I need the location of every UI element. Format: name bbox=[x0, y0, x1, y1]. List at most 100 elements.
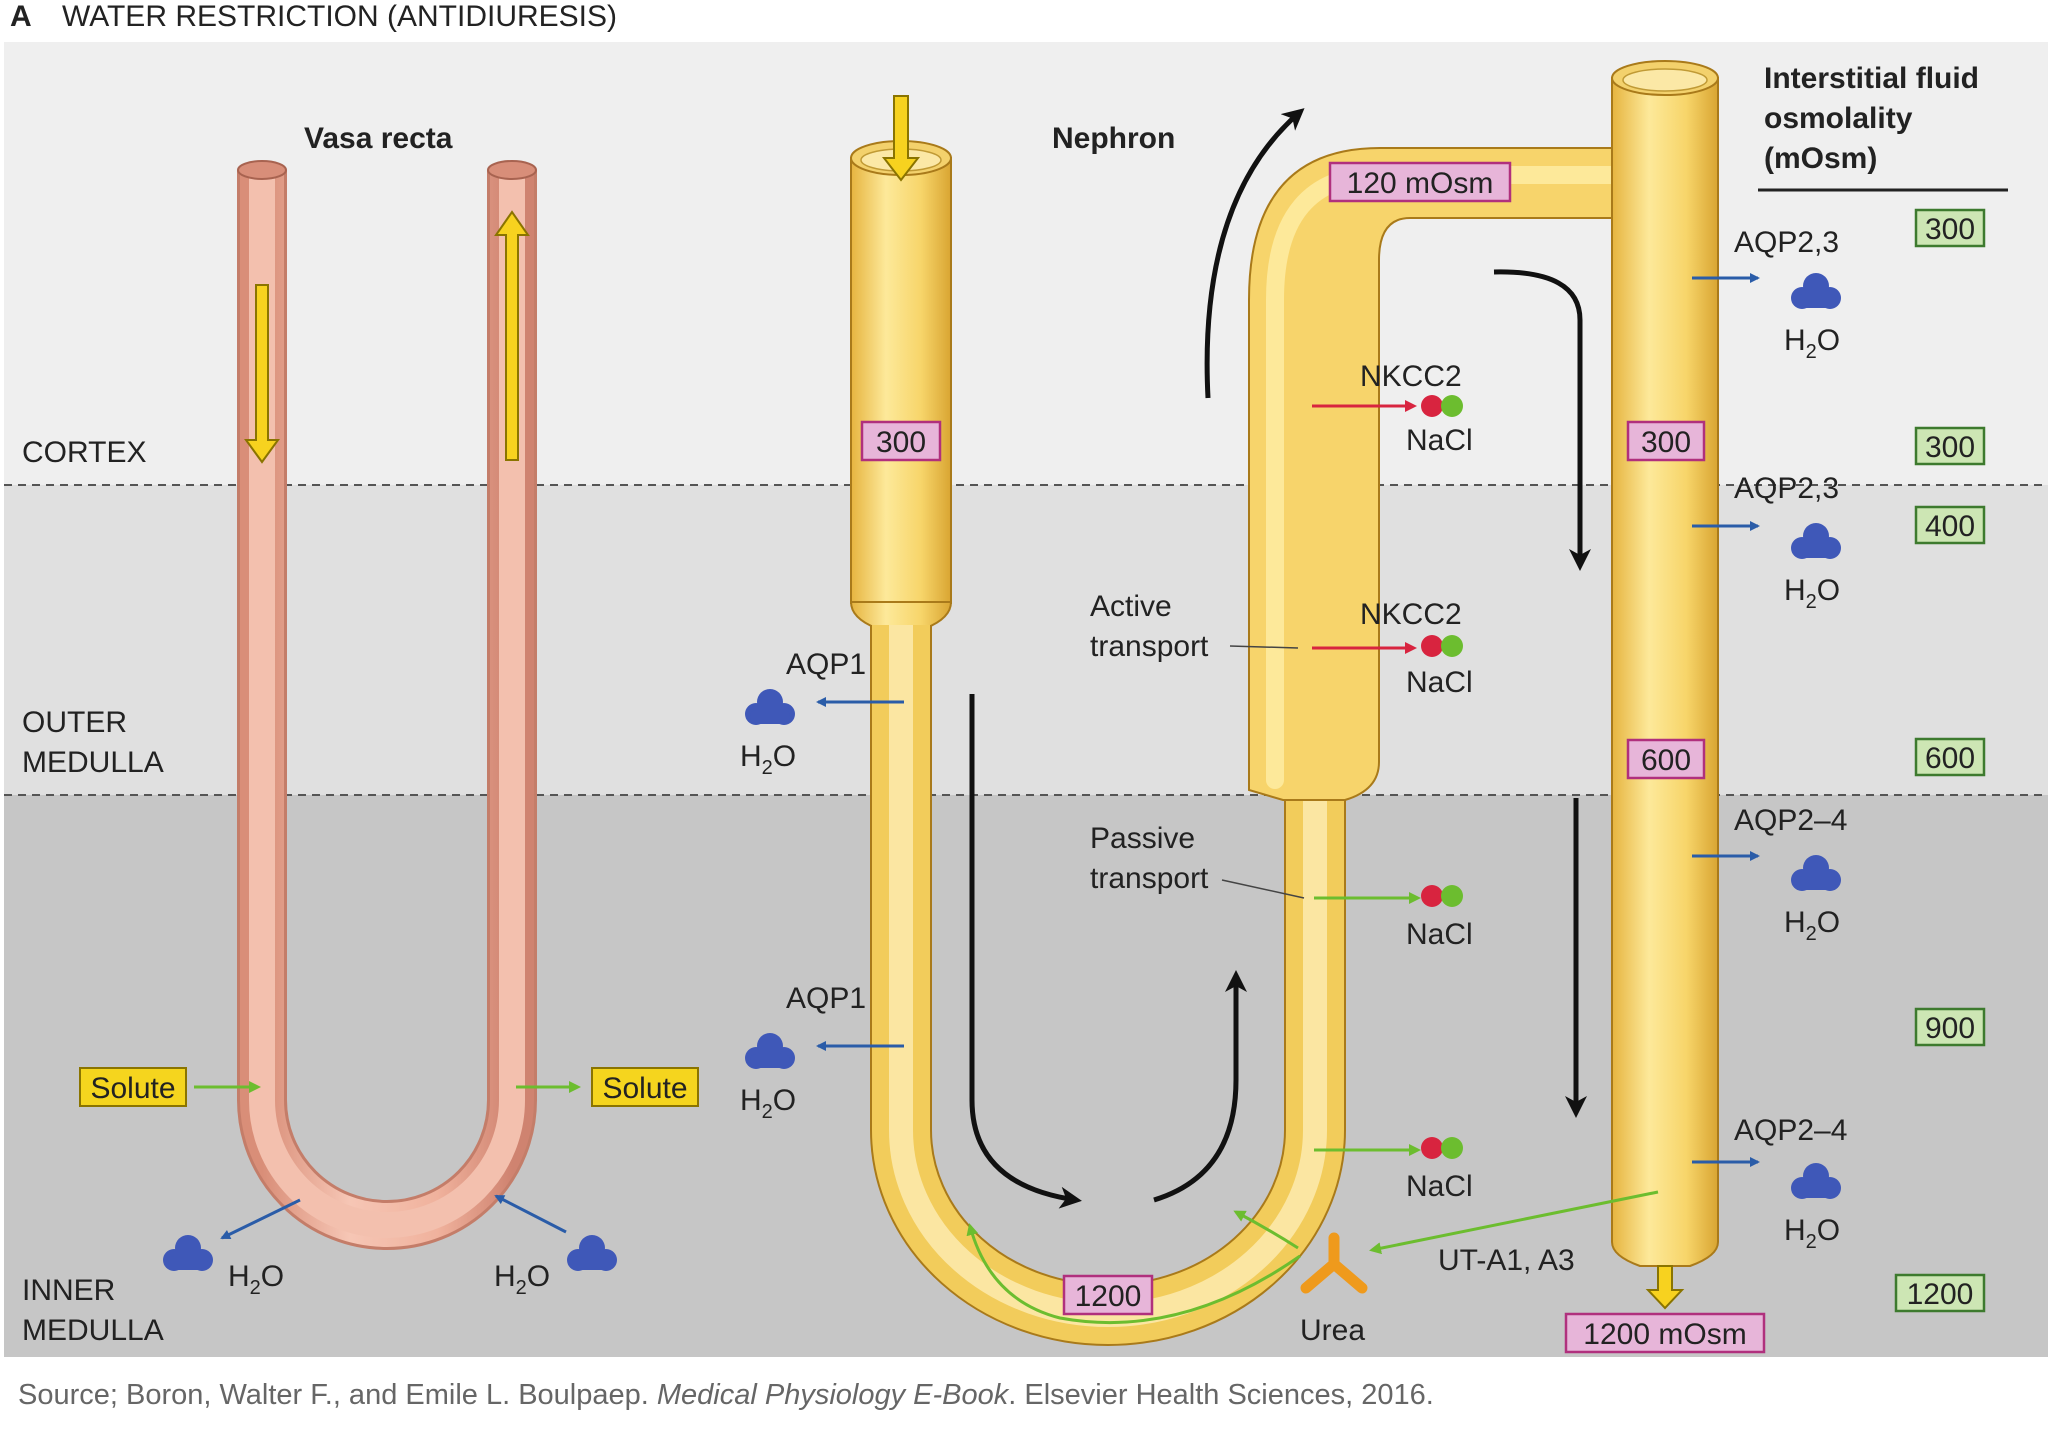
solute-out-box bbox=[591, 1067, 699, 1107]
chloride-ion-icon bbox=[1441, 395, 1463, 417]
interstitial-value-box bbox=[1914, 426, 1986, 466]
interstitial-header-3: (mOsm) bbox=[1764, 142, 1877, 175]
passive-transport-label-1: Passive bbox=[1090, 822, 1195, 855]
urea-to-loop-arrow-1 bbox=[1233, 1210, 1299, 1250]
interstitial-value-box bbox=[1914, 208, 1986, 248]
passive-transport-pointer bbox=[1221, 879, 1305, 899]
aqp23-upper-label: AQP2,3 bbox=[1734, 226, 1839, 259]
interstitial-value-4: 600 bbox=[1925, 742, 1975, 775]
thick-limb-osm-value: 120 mOsm bbox=[1347, 167, 1494, 200]
interstitial-header-1: Interstitial fluid bbox=[1764, 62, 1979, 95]
aqp1-lower-label: AQP1 bbox=[786, 982, 866, 1015]
interstitial-value-3: 400 bbox=[1925, 510, 1975, 543]
sodium-ion-icon bbox=[1421, 885, 1443, 907]
solute-out-label: Solute bbox=[602, 1072, 687, 1105]
nephron-title: Nephron bbox=[1052, 122, 1175, 155]
sodium-ion-icon bbox=[1421, 635, 1443, 657]
inner-medulla-label-2: MEDULLA bbox=[22, 1314, 164, 1347]
duct-osm-value-cortex: 300 bbox=[1641, 426, 1691, 459]
sodium-ion-icon bbox=[1421, 1137, 1443, 1159]
aqp1-upper-h2o: H2O bbox=[740, 740, 796, 779]
cortex-region bbox=[4, 42, 2048, 485]
collecting-duct bbox=[1611, 77, 1719, 1267]
flow-arrow-ascending bbox=[1153, 970, 1247, 1203]
interstitial-value-5: 900 bbox=[1925, 1012, 1975, 1045]
source-citation: Source; Boron, Walter F., and Emile L. B… bbox=[18, 1379, 1434, 1411]
aqp1-upper-label: AQP1 bbox=[786, 648, 866, 681]
aqp23-lower-label: AQP2,3 bbox=[1734, 472, 1839, 505]
nacl-label-4: NaCl bbox=[1406, 1170, 1473, 1203]
interstitial-value-6: 1200 bbox=[1907, 1278, 1974, 1311]
vasa-water-in-arrow bbox=[494, 1194, 567, 1234]
vasa-h2o-right: H2O bbox=[494, 1260, 550, 1299]
inner-medulla-label-1: INNER bbox=[22, 1274, 115, 1307]
nkcc2-upper-label: NKCC2 bbox=[1360, 360, 1462, 393]
vasa-h2o-left: H2O bbox=[228, 1260, 284, 1299]
urea-icon bbox=[1300, 1232, 1368, 1294]
cortex-label: CORTEX bbox=[22, 436, 146, 469]
down-flow-arrow bbox=[244, 284, 280, 464]
aqp23-lower-h2o: H2O bbox=[1784, 574, 1840, 613]
interstitial-header-2: osmolality bbox=[1764, 102, 1913, 135]
bend-osm-value: 1200 bbox=[1075, 1280, 1142, 1313]
interstitial-value-1: 300 bbox=[1925, 213, 1975, 246]
nacl-label-2: NaCl bbox=[1406, 666, 1473, 699]
urine-outflow-arrow bbox=[1645, 1265, 1685, 1310]
vasa-recta-opening-right bbox=[487, 160, 537, 180]
value-box-duct-medulla bbox=[1626, 738, 1706, 780]
vasa-recta-title: Vasa recta bbox=[304, 122, 453, 155]
urea-from-duct-arrow bbox=[1369, 1190, 1659, 1255]
interstitial-value-box bbox=[1914, 737, 1986, 777]
up-flow-arrow bbox=[494, 210, 530, 461]
chloride-ion-icon bbox=[1441, 635, 1463, 657]
interstitial-value-2: 300 bbox=[1925, 431, 1975, 464]
flow-arrow-descending bbox=[969, 694, 1082, 1209]
duct-osm-value-medulla: 600 bbox=[1641, 744, 1691, 777]
interstitial-value-box bbox=[1894, 1273, 1986, 1313]
descending-thick-segment bbox=[850, 157, 952, 604]
urea-label: Urea bbox=[1300, 1314, 1365, 1347]
ascending-thick-limb bbox=[1248, 147, 1671, 801]
value-box-urine bbox=[1564, 1312, 1766, 1354]
active-transport-pointer bbox=[1229, 645, 1299, 649]
ut-a-label: UT-A1, A3 bbox=[1438, 1244, 1575, 1277]
solute-in-box bbox=[79, 1067, 187, 1107]
flow-arrow-duct-down-1 bbox=[1493, 269, 1591, 571]
passive-transport-label-2: transport bbox=[1090, 862, 1209, 895]
nacl-label-3: NaCl bbox=[1406, 918, 1473, 951]
aqp23-upper-h2o: H2O bbox=[1784, 324, 1840, 363]
panel-letter: A bbox=[10, 0, 32, 33]
urea-to-loop-arrow-2 bbox=[966, 1223, 1301, 1324]
interstitial-value-box bbox=[1914, 505, 1986, 545]
nephron-inflow-arrow bbox=[881, 95, 921, 182]
urine-osm-value: 1200 mOsm bbox=[1583, 1318, 1746, 1351]
flow-arrow-cortex-up bbox=[1204, 108, 1305, 399]
value-box-bend bbox=[1062, 1274, 1154, 1316]
value-box-duct-cortex bbox=[1626, 420, 1706, 462]
footer-background bbox=[0, 1360, 2048, 1432]
nacl-label-1: NaCl bbox=[1406, 424, 1473, 457]
figure-title: WATER RESTRICTION (ANTIDIURESIS) bbox=[62, 0, 617, 33]
solute-in-label: Solute bbox=[90, 1072, 175, 1105]
outer-medulla-label-1: OUTER bbox=[22, 706, 127, 739]
sodium-ion-icon bbox=[1421, 395, 1443, 417]
vasa-recta-opening-left bbox=[237, 160, 287, 180]
outer-medulla-label-2: MEDULLA bbox=[22, 746, 164, 779]
nkcc2-lower-label: NKCC2 bbox=[1360, 598, 1462, 631]
aqp24-upper-h2o: H2O bbox=[1784, 906, 1840, 945]
aqp24-lower-h2o: H2O bbox=[1784, 1214, 1840, 1253]
value-box-thick-top bbox=[1328, 161, 1512, 203]
aqp24-upper-label: AQP2–4 bbox=[1734, 804, 1847, 837]
active-transport-label-1: Active bbox=[1090, 590, 1172, 623]
aqp24-lower-label: AQP2–4 bbox=[1734, 1114, 1847, 1147]
value-box-descending bbox=[860, 420, 942, 462]
active-transport-label-2: transport bbox=[1090, 630, 1209, 663]
vasa-water-out-arrow bbox=[220, 1198, 301, 1240]
chloride-ion-icon bbox=[1441, 1137, 1463, 1159]
interstitial-value-box bbox=[1914, 1007, 1986, 1047]
outer-medulla-region bbox=[4, 485, 2048, 795]
chloride-ion-icon bbox=[1441, 885, 1463, 907]
aqp1-lower-h2o: H2O bbox=[740, 1084, 796, 1123]
descending-osm-value: 300 bbox=[876, 426, 926, 459]
